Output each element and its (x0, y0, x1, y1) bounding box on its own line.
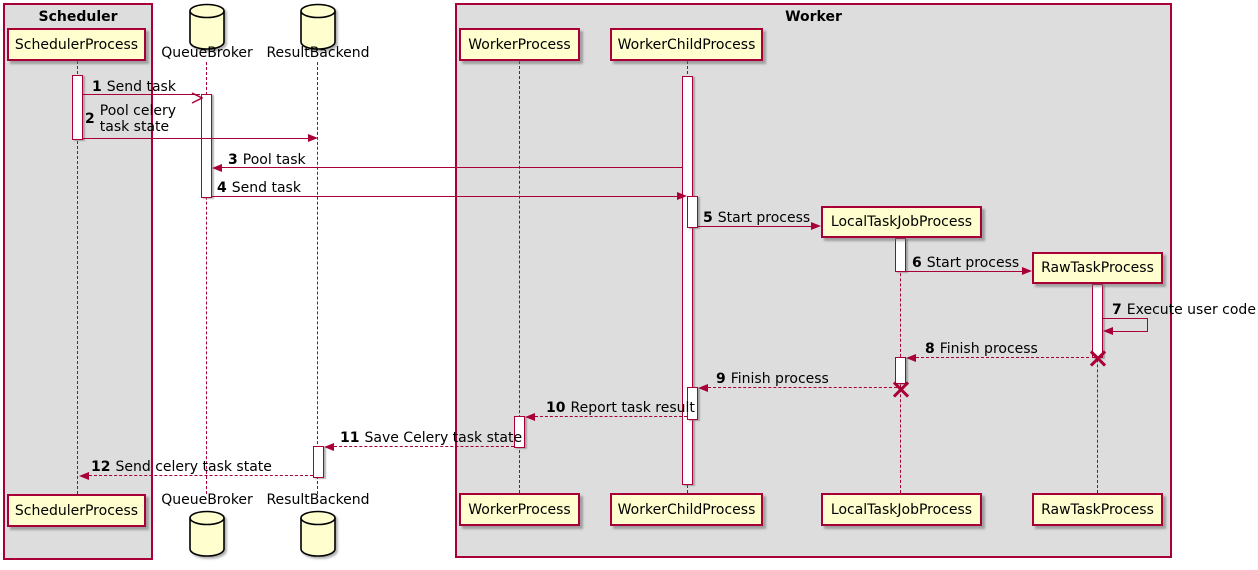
database-icon-queue-broker-bottom (187, 509, 227, 557)
arrowhead-icon (324, 442, 334, 451)
message-3-line (222, 167, 683, 168)
participant-bottom-local-task-job-process: LocalTaskJobProcess (821, 493, 982, 526)
database-icon-result-backend-top (298, 2, 338, 50)
frame-scheduler-title: Scheduler (38, 9, 118, 25)
arrowhead-icon (811, 221, 821, 230)
message-11-line (334, 446, 514, 447)
lifeline-result-backend (317, 62, 318, 494)
database-label-result-backend-bottom: ResultBackend (266, 492, 370, 508)
activation-worker-child-nested-2 (687, 387, 698, 420)
destroy-icon-local-task-job (891, 379, 911, 399)
participant-label: RawTaskProcess (1041, 501, 1154, 518)
database-icon-queue-broker-top (187, 2, 227, 50)
database-icon-result-backend-bottom (298, 509, 338, 557)
activation-local-task-job-1 (895, 238, 906, 272)
arrowhead-icon (698, 383, 708, 392)
message-7-line-back (1113, 331, 1148, 332)
arrowhead-icon (525, 412, 535, 421)
participant-label: WorkerProcess (468, 501, 571, 518)
participant-top-worker-process: WorkerProcess (459, 28, 580, 61)
participant-label: SchedulerProcess (14, 502, 139, 519)
participant-label: RawTaskProcess (1041, 260, 1154, 276)
arrowhead-icon (906, 353, 916, 362)
participant-top-worker-child-process: WorkerChildProcess (610, 28, 763, 61)
participant-bottom-worker-child-process: WorkerChildProcess (610, 493, 763, 526)
destroy-icon-raw-task (1088, 348, 1108, 368)
arrowhead-icon (79, 471, 89, 480)
database-label-queue-broker-top: QueueBroker (161, 45, 253, 61)
participant-top-scheduler-process: SchedulerProcess (7, 28, 146, 61)
arrowhead-icon (1022, 266, 1032, 275)
message-9-line (708, 387, 902, 388)
message-10-line (535, 416, 687, 417)
arrowhead-icon (1103, 326, 1113, 335)
participant-label: WorkerChildProcess (617, 36, 756, 53)
participant-created-local-task-job-process: LocalTaskJobProcess (821, 206, 982, 238)
message-12-line (89, 475, 313, 476)
activation-result-backend (313, 446, 324, 478)
activation-worker-process (514, 416, 525, 448)
lifeline-scheduler-process (77, 61, 78, 494)
database-label-result-backend-top: ResultBackend (266, 45, 370, 61)
arrowhead-icon (212, 163, 222, 172)
message-7-line-out (1103, 318, 1148, 319)
message-1-line (83, 94, 200, 95)
lifeline-worker-process (519, 61, 520, 493)
participant-label: WorkerProcess (468, 36, 571, 53)
message-2-line (83, 138, 308, 139)
message-8-line (916, 357, 1089, 358)
message-6-line (906, 271, 1022, 272)
arrowhead-open-icon (191, 89, 204, 104)
activation-worker-child-main (682, 76, 693, 485)
message-7-line-down (1146, 318, 1148, 331)
activation-raw-task (1092, 284, 1103, 358)
activation-worker-child-nested-1 (687, 196, 698, 228)
participant-label: WorkerChildProcess (617, 501, 756, 518)
activation-queue-broker (201, 94, 212, 198)
participant-bottom-raw-task-process: RawTaskProcess (1032, 493, 1163, 526)
arrowhead-icon (677, 191, 687, 200)
participant-created-raw-task-process: RawTaskProcess (1032, 252, 1163, 284)
arrowhead-icon (308, 133, 318, 142)
lifeline-raw-task-process (1097, 284, 1098, 493)
participant-label: LocalTaskJobProcess (830, 214, 973, 230)
frame-worker-title: Worker (785, 9, 842, 25)
participant-label: LocalTaskJobProcess (830, 501, 973, 518)
participant-label: SchedulerProcess (14, 36, 139, 53)
database-label-queue-broker-bottom: QueueBroker (161, 492, 253, 508)
message-4-line (212, 196, 677, 197)
participant-bottom-worker-process: WorkerProcess (459, 493, 580, 526)
activation-scheduler (72, 75, 83, 140)
lifeline-queue-broker (206, 62, 207, 494)
message-5-line (698, 226, 811, 227)
participant-bottom-scheduler-process: SchedulerProcess (7, 494, 146, 527)
